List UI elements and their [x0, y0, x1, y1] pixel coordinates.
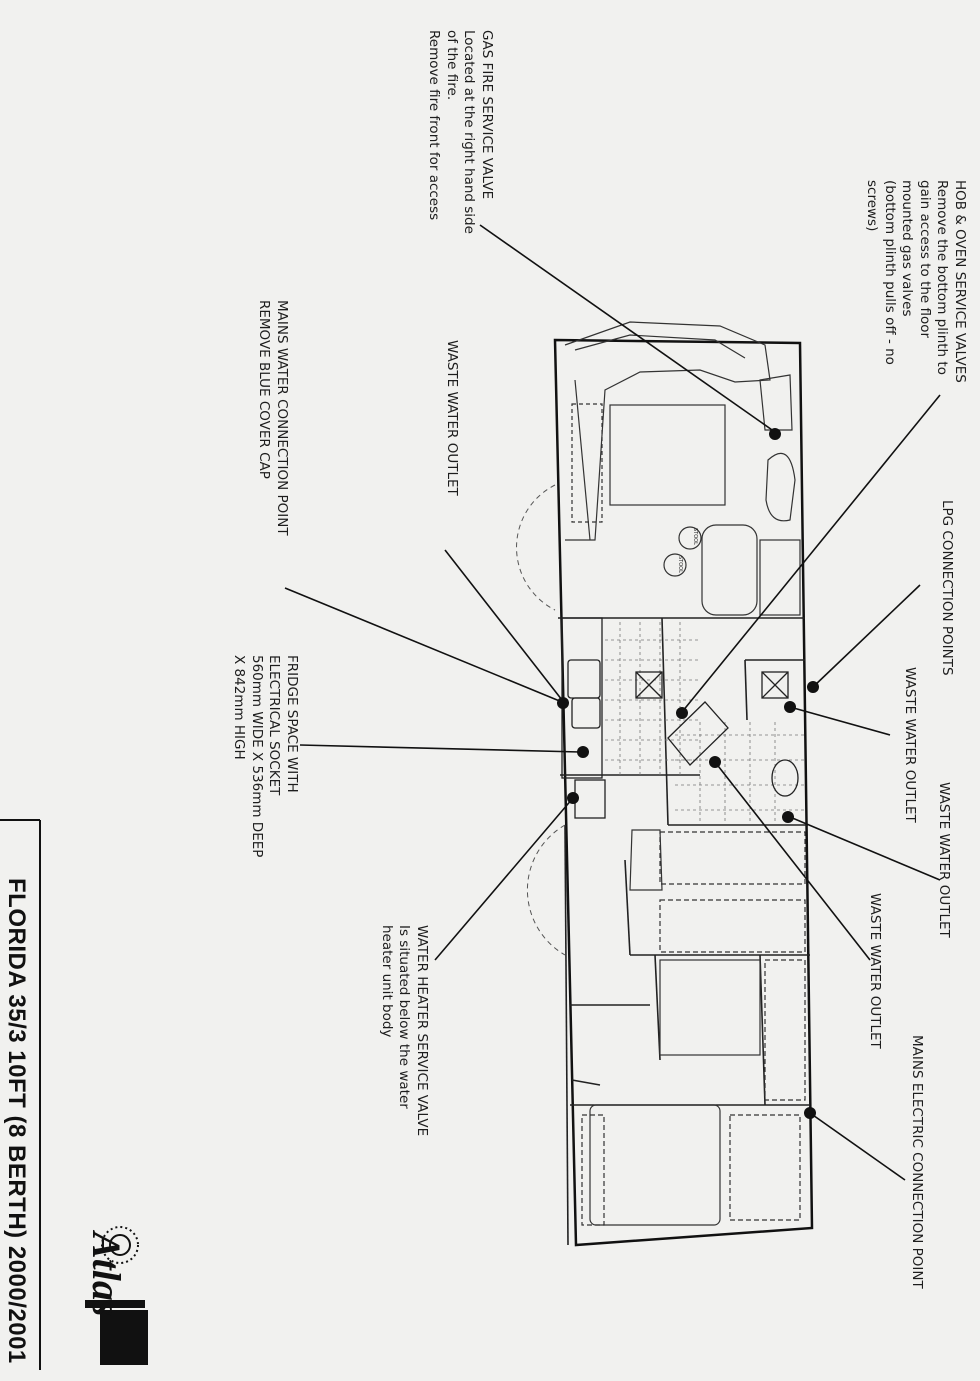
lpg-connection-note: LPG CONNECTION POINTS — [939, 500, 955, 676]
bedrooms — [581, 829, 806, 1226]
fridge-space-note: FRIDGE SPACE WITH ELECTRICAL SOCKET 560m… — [231, 655, 301, 858]
waste-water-outlet-left-note: WASTE WATER OUTLET — [444, 340, 460, 496]
caravan-outline — [553, 338, 814, 1247]
door-swings — [516, 484, 566, 956]
atlas-sun-icon — [101, 1226, 139, 1264]
gas-fire-valve-note: GAS FIRE SERVICE VALVE Located at the ri… — [426, 30, 496, 234]
title-frame — [0, 819, 41, 1370]
stool-label: STOOL — [692, 528, 698, 545]
mains-electric-connection-note: MAINS ELECTRIC CONNECTION POINT — [909, 1035, 925, 1289]
waste-water-outlet-note: WASTE WATER OUTLET — [902, 667, 918, 823]
kitchen-fittings — [561, 617, 799, 819]
water-heater-valve-note: WATER HEATER SERVICE VALVE Is situated b… — [379, 925, 430, 1137]
mains-water-connection-note: MAINS WATER CONNECTION POINT REMOVE BLUE… — [256, 300, 291, 536]
stool-label: STOOL — [677, 556, 683, 573]
callout-leaders — [284, 224, 941, 1181]
plan-title: FLORIDA 35/3 10FT (8 BERTH) 2000/2001 — [3, 878, 30, 1364]
connection-points — [557, 428, 819, 1119]
atlas-badge-icon — [85, 1300, 148, 1365]
waste-water-outlet-note: WASTE WATER OUTLET — [867, 893, 883, 1049]
dining-area — [663, 452, 801, 616]
lounge-seating — [564, 321, 793, 541]
waste-water-outlet-note: WASTE WATER OUTLET — [936, 782, 952, 938]
kitchen-tile-floor — [605, 622, 805, 822]
atlas-logo: Atlas — [84, 1232, 129, 1317]
hob-oven-valves-note: HOB & OVEN SERVICE VALVES Remove the bot… — [864, 180, 969, 383]
